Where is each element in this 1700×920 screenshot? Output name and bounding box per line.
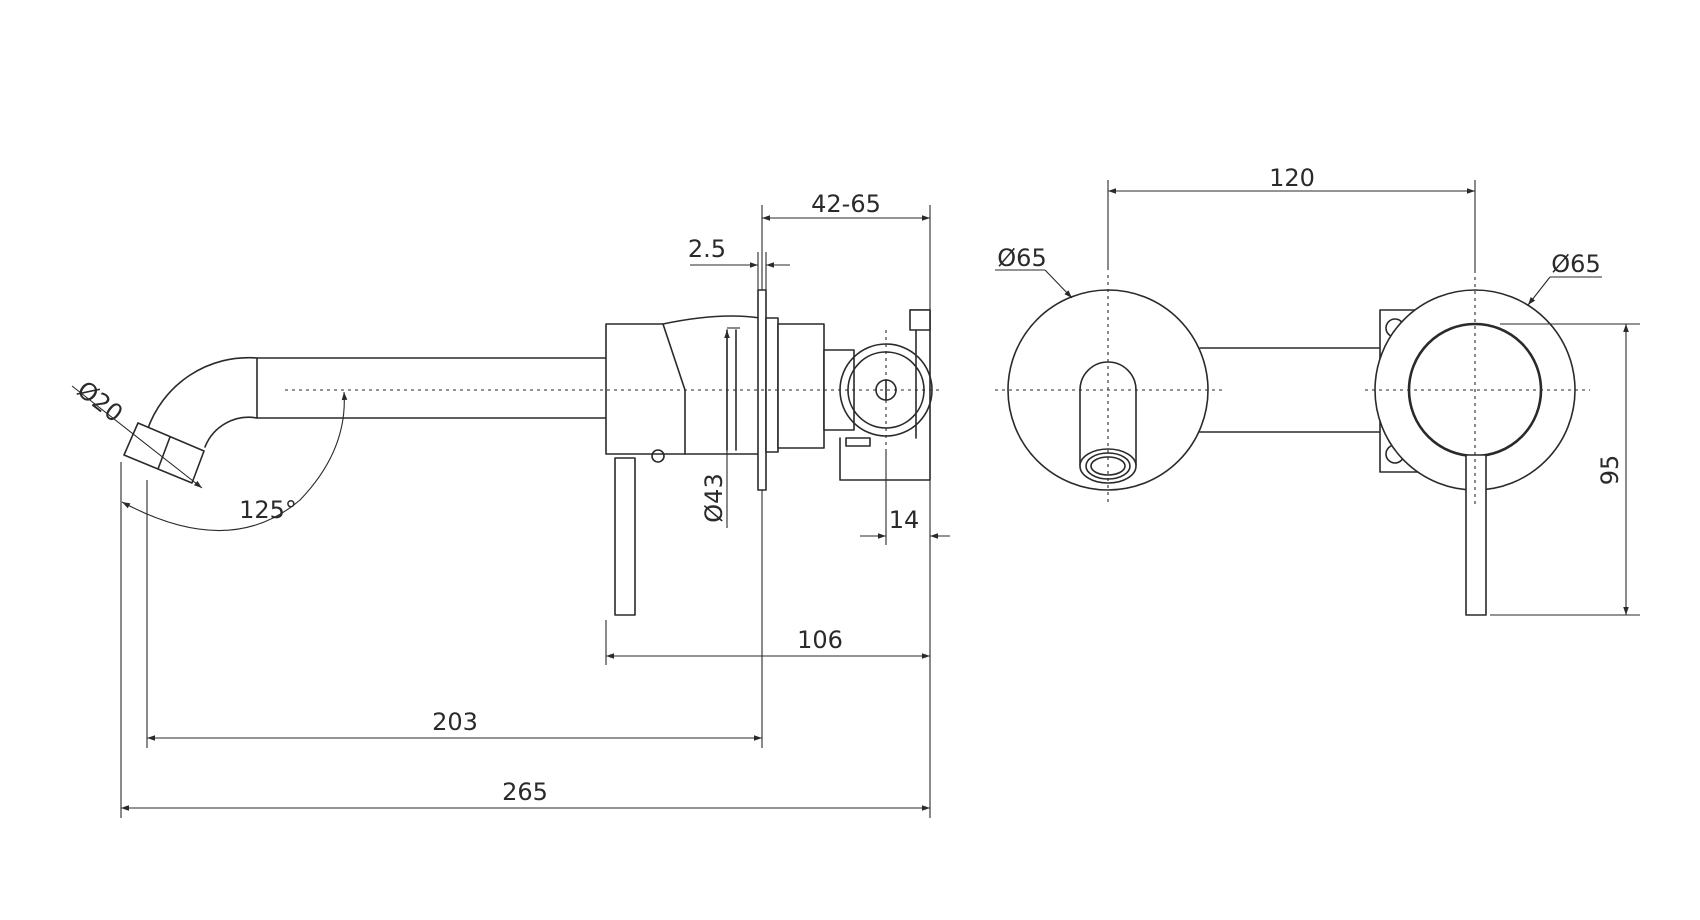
mixer-body (605, 315, 761, 616)
dim-overall: 265 (120, 462, 931, 818)
dim-plate-diameter-label: Ø43 (700, 473, 728, 522)
dim-overall-label: 265 (502, 778, 548, 806)
side-view: 265 203 106 42-65 2.5 (71, 190, 950, 818)
dim-right-plate-label: Ø65 (1551, 250, 1600, 278)
dim-spout-reach: 203 (146, 480, 763, 748)
spout (123, 356, 608, 484)
dim-plate-thickness-label: 2.5 (688, 235, 726, 263)
dim-plate-thickness: 2.5 (688, 235, 790, 290)
dim-spout-reach-label: 203 (432, 708, 478, 736)
dim-left-plate: Ø65 (995, 244, 1073, 299)
connector-body (1199, 347, 1384, 433)
front-view: 120 Ø65 Ø65 95 (995, 164, 1640, 616)
dim-centers: 120 (1107, 164, 1476, 270)
dim-wall-range: 42-65 (761, 190, 931, 310)
dim-left-plate-label: Ø65 (997, 244, 1046, 272)
dim-angle-label: 125° (239, 496, 297, 524)
dim-right-plate: Ø65 (1527, 250, 1602, 306)
dim-plate-diameter: Ø43 (700, 327, 740, 528)
dim-height: 95 (1490, 323, 1640, 616)
dim-rear-offset-label: 14 (889, 506, 920, 534)
dim-wall-range-label: 42-65 (811, 190, 881, 218)
dim-body-depth: 106 (605, 620, 930, 665)
dim-height-label: 95 (1596, 455, 1624, 486)
dim-centers-label: 120 (1269, 164, 1315, 192)
dim-body-depth-label: 106 (797, 626, 843, 654)
dim-angle: 125° (121, 391, 348, 531)
dim-spout-diameter-label: Ø20 (72, 375, 128, 428)
dim-rear-offset: 14 (860, 452, 950, 545)
